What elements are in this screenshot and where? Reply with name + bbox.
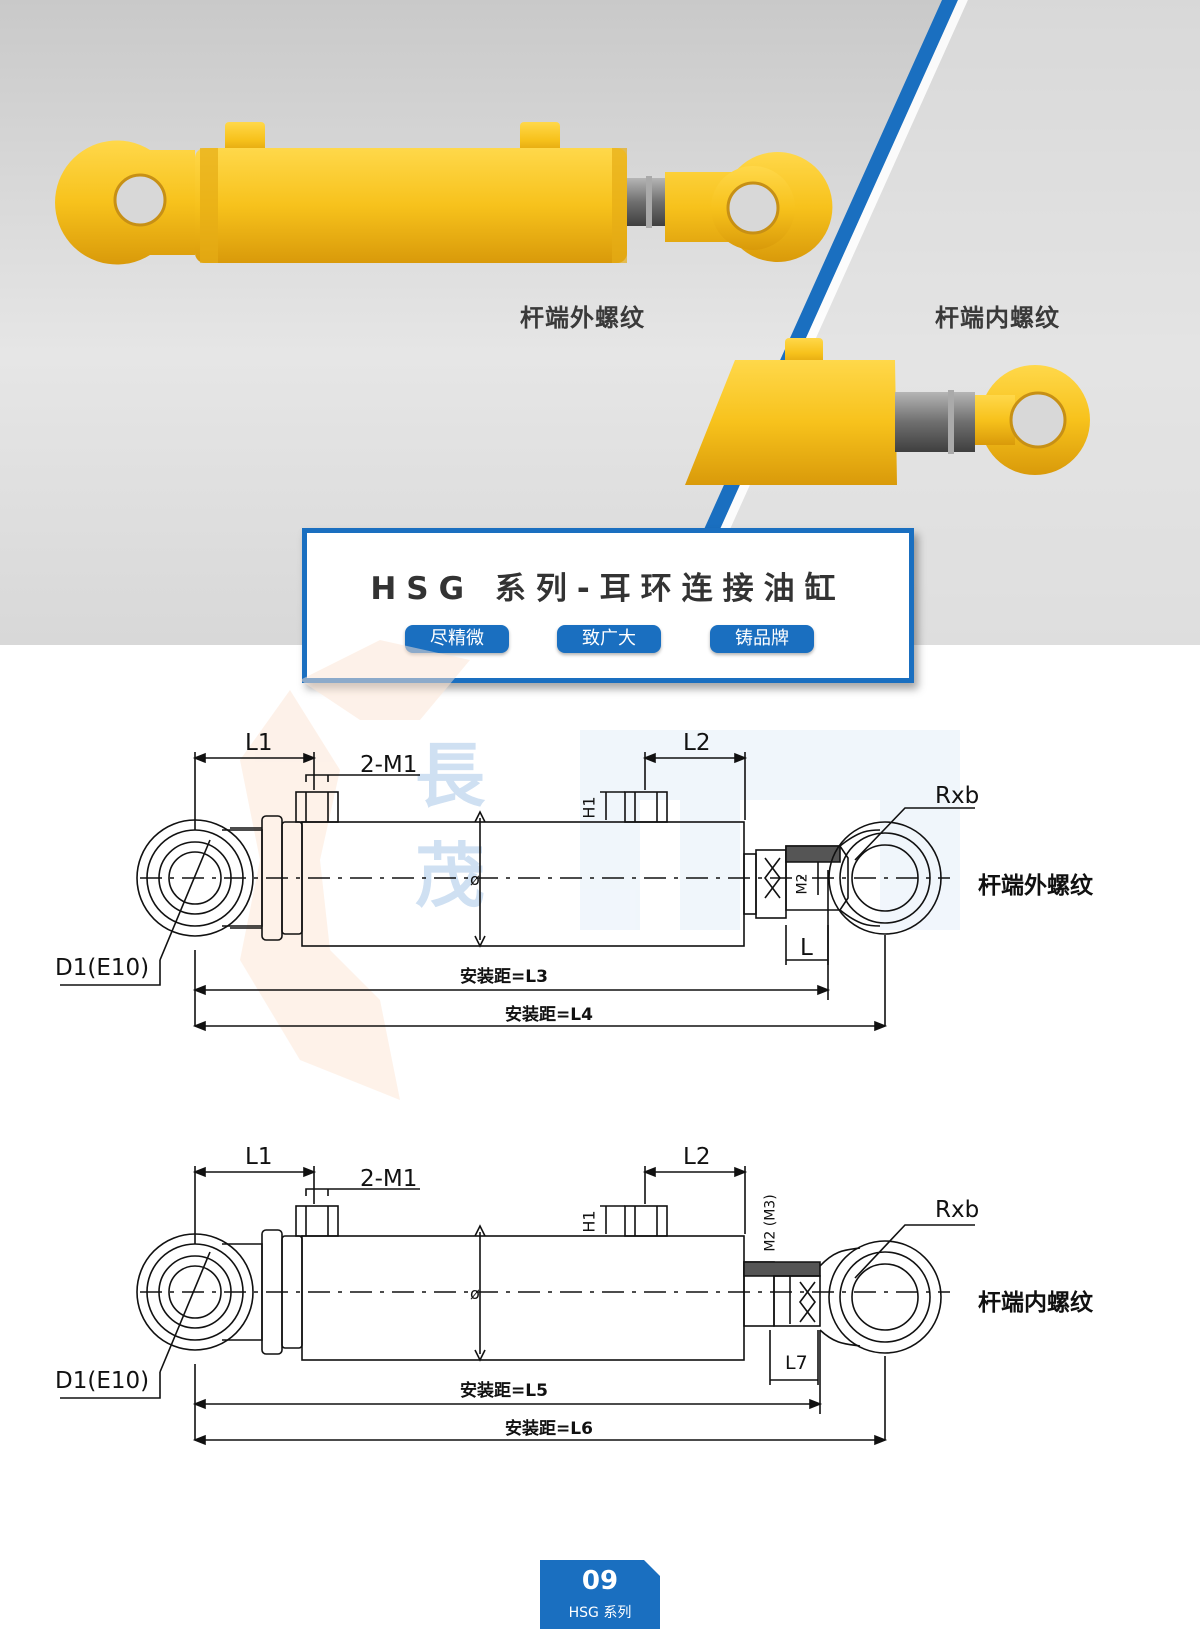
cylinder-external-thread-image — [55, 122, 833, 265]
hero-banner: 杆端外螺纹 杆端内螺纹 — [0, 0, 1200, 645]
drawing1-label: 杆端外螺纹 — [978, 873, 1093, 899]
dim-L2: L2 — [683, 730, 711, 756]
dim-L7: L7 — [785, 1352, 808, 1374]
dim-L: L — [800, 935, 813, 961]
dim-Rxb: Rxb — [935, 783, 980, 809]
dim-L2-2: L2 — [683, 1144, 711, 1170]
dim-M1-2: 2-M1 — [360, 1166, 418, 1192]
drawing2-label: 杆端内螺纹 — [978, 1290, 1093, 1316]
product-title: HSG 系列-耳环连接油缸 — [370, 571, 846, 607]
slogan-pill-3: 铸品牌 — [710, 625, 814, 653]
dim-L5: 安装距=L5 — [460, 1381, 548, 1401]
dim-Rxb-2: Rxb — [935, 1197, 980, 1223]
label-external-thread: 杆端外螺纹 — [520, 304, 645, 332]
page-number: 09 — [581, 1566, 619, 1596]
dim-phi-1: ø — [470, 870, 480, 889]
dim-D1-2: D1(E10) — [55, 1368, 150, 1394]
page-series: HSG 系列 — [568, 1605, 632, 1621]
dim-L6: 安装距=L6 — [505, 1419, 593, 1439]
hero-illustration — [55, 0, 1200, 645]
dim-L4: 安装距=L4 — [505, 1005, 593, 1025]
dim-M1: 2-M1 — [360, 752, 418, 778]
label-internal-thread: 杆端内螺纹 — [935, 304, 1060, 332]
dim-L1-2: L1 — [245, 1144, 273, 1170]
dim-L3: 安装距=L3 — [460, 967, 548, 987]
slogan-pill-2: 致广大 — [557, 625, 661, 653]
dim-phi-2: ø — [470, 1284, 480, 1303]
dim-M2-M3: M2 (M3) — [762, 1194, 779, 1252]
dim-H1-2: H1 — [579, 1210, 599, 1233]
dim-D1: D1(E10) — [55, 955, 150, 981]
cylinder-internal-thread-image — [685, 338, 1090, 485]
page-footer-tab: 09 HSG 系列 — [540, 1560, 660, 1629]
dim-L1: L1 — [245, 730, 273, 756]
